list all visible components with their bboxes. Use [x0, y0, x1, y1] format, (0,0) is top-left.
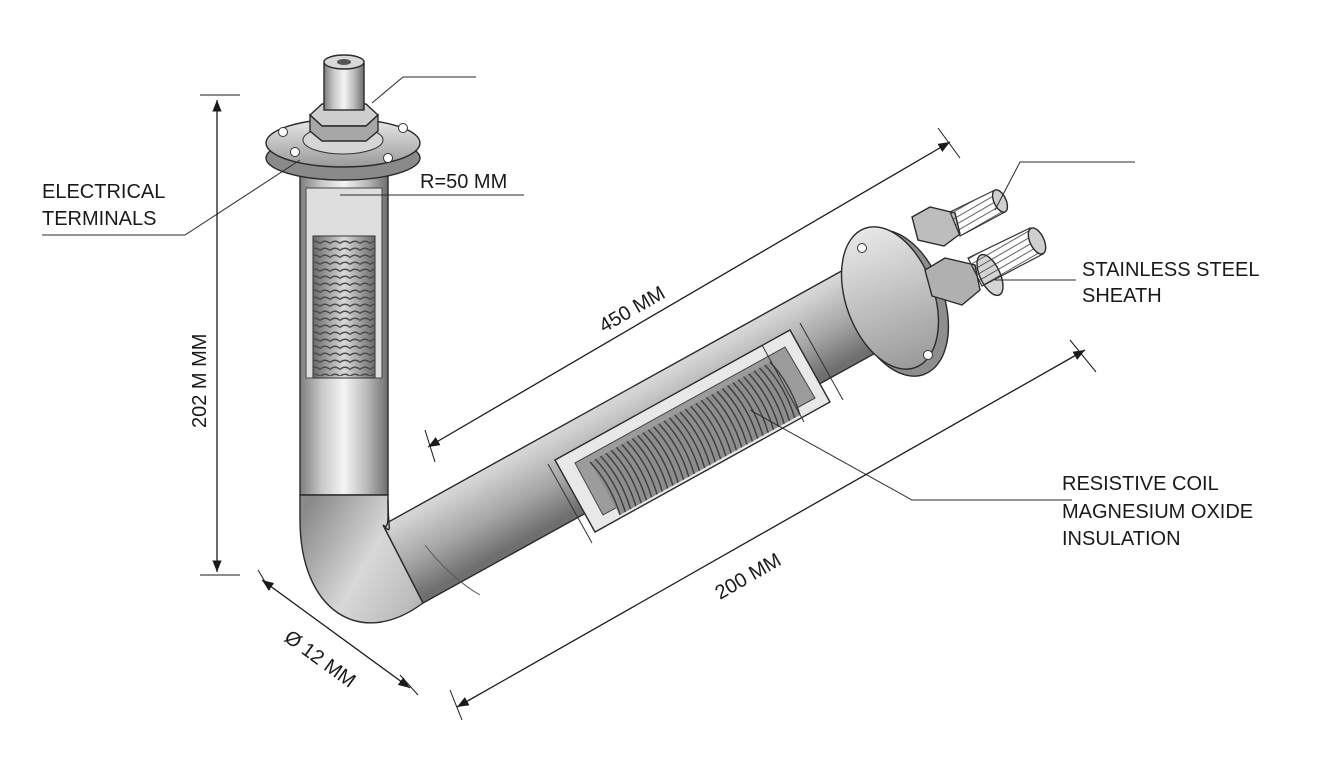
top-terminal-stud — [323, 61, 365, 111]
flange-bolt-hole — [398, 123, 408, 133]
lower-length-dimension — [456, 349, 1086, 708]
flange-bolt-hole — [290, 147, 300, 157]
flange-bolt-hole — [383, 153, 393, 163]
electrical-terminals-leader — [42, 159, 301, 236]
upper-length-label: 450 MM — [596, 282, 670, 337]
magnesium-oxide-label: MAGNESIUM OXIDE — [1062, 501, 1253, 523]
resistive-coil-label: RESISTIVE COIL — [1062, 473, 1219, 495]
vertical-length-label: 202 M MM — [189, 334, 211, 428]
vertical-sheath — [299, 164, 389, 496]
callout-labels: ELECTRICAL TERMINALS R=50 MM STAINLESS S… — [42, 171, 1259, 550]
coil-leader — [749, 409, 1072, 501]
vertical-coil — [313, 240, 375, 376]
stainless-steel-label-line2: SHEATH — [1082, 285, 1162, 307]
stainless-steel-label: STAINLESS STEEL — [1082, 259, 1259, 281]
dimension-lines — [200, 94, 1097, 721]
electrical-terminals-label: ELECTRICAL — [42, 181, 165, 203]
insulation-label: INSULATION — [1062, 528, 1181, 550]
flange-bolt-hole — [923, 350, 933, 360]
flange-bolt-hole — [857, 243, 867, 253]
lower-length-label: 200 MM — [712, 549, 786, 604]
top-terminal-leader — [371, 76, 476, 104]
top-stud-leader — [994, 161, 1135, 211]
diameter-dimension — [261, 579, 411, 689]
flange-bolt-hole — [278, 127, 288, 137]
top-flange — [265, 54, 421, 181]
diameter-label: Ø 12 MM — [280, 626, 359, 692]
radius-label: R=50 MM — [420, 171, 507, 193]
electrical-terminals-label-line2: TERMINALS — [42, 208, 156, 230]
